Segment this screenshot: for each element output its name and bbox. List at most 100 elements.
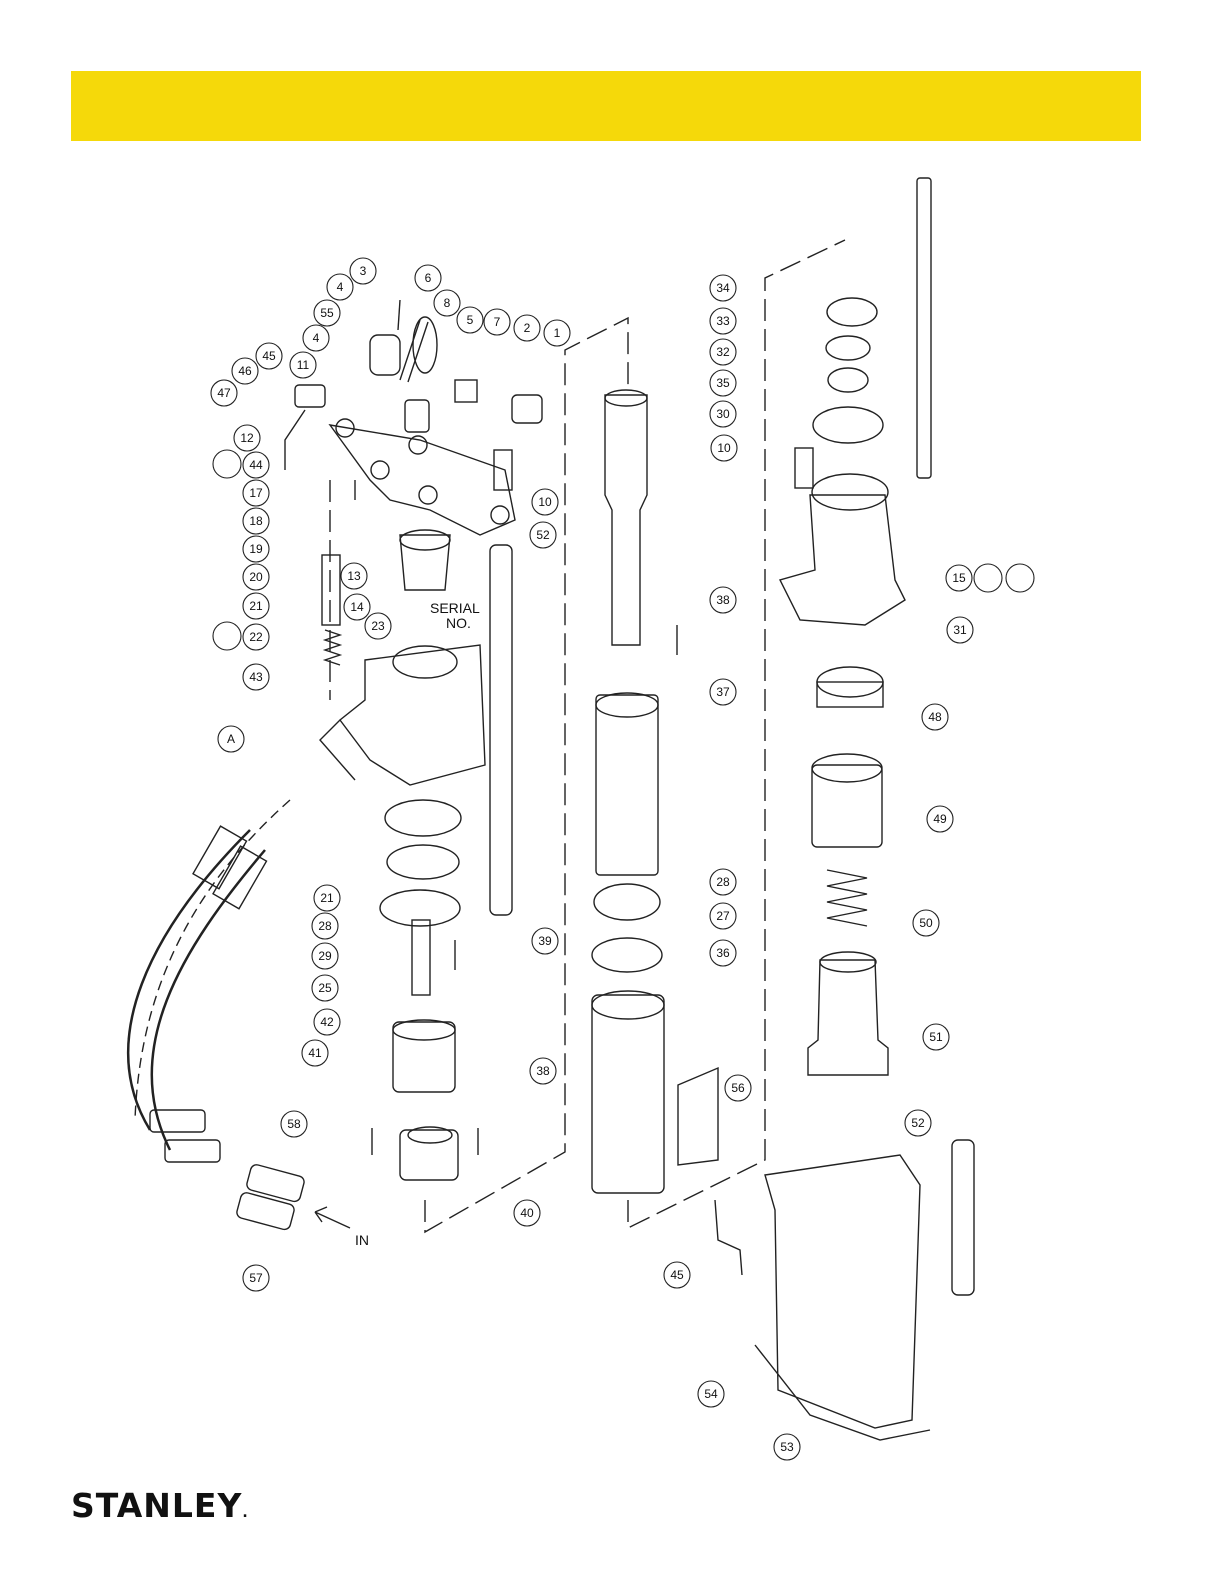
callout-number: 7 [494,315,501,329]
hose-upper [128,830,250,1130]
inlet-arrow [315,1207,350,1228]
empty-ref-circle [1006,564,1034,592]
callout-number: 28 [318,919,332,933]
seal-27 [592,938,662,972]
callout-number: 38 [716,593,730,607]
callout-number: 3 [360,264,367,278]
callout-number: 42 [320,1015,334,1029]
callout-18: 18 [243,508,269,534]
callout-17: 17 [243,480,269,506]
callout-number: 36 [716,946,730,960]
callout-number: 10 [717,441,731,455]
callout-number: 53 [780,1440,794,1454]
callout-number: 18 [249,514,263,528]
callout-3: 3 [350,258,376,284]
bushing-48-body [817,682,883,707]
hose-fitting-lower [213,846,266,909]
hose-dash [135,800,290,1120]
inlet-label: IN [355,1232,369,1248]
callout-7: 7 [484,309,510,335]
callout-40: 40 [514,1200,540,1226]
callout-number: 2 [524,321,531,335]
housing-31-top [812,474,888,510]
valve-body-plate [330,425,515,535]
callout-number: 23 [371,619,385,633]
anvil-37-top [596,693,658,717]
detail-ref-balloon: A [218,726,244,752]
callout-number: 56 [731,1081,745,1095]
coupler-58 [246,1163,306,1202]
callout-number: 29 [318,949,332,963]
port-e [491,506,509,524]
callout-28: 28 [710,869,736,895]
serial-label-line2: NO. [446,615,471,631]
callout-41: 41 [302,1040,328,1066]
callout-29: 29 [312,943,338,969]
coupler-57 [236,1191,296,1230]
callout-14: 14 [344,594,370,620]
handle-45 [295,385,325,407]
callout-8: 8 [434,290,460,316]
callout-48: 48 [922,704,948,730]
callout-number: 28 [716,875,730,889]
hose-lower [152,850,265,1150]
callout-number: 40 [520,1206,534,1220]
callout-12: 12 [234,425,260,451]
cup-23 [400,535,450,590]
stanley-logo: STANLEY. [71,1486,249,1525]
callout-number: 55 [320,306,334,320]
gasket-28-right [594,884,660,920]
callout-number: 20 [249,570,263,584]
sleeve-11 [405,400,429,432]
label-56 [678,1068,718,1165]
callout-57: 57 [243,1265,269,1291]
callout-number: 14 [350,600,364,614]
callout-50: 50 [913,910,939,936]
callout-35: 35 [710,370,736,396]
callout-46: 46 [232,358,258,384]
callout-49: 49 [927,806,953,832]
hose-fitting-upper [193,826,246,889]
callout-21: 21 [314,885,340,911]
callout-33: 33 [710,308,736,334]
callout-number: 48 [928,710,942,724]
port-b [409,436,427,454]
callout-number: 45 [670,1268,684,1282]
callout-number: 19 [249,542,263,556]
callout-11: 11 [290,352,316,378]
rod-52-right [952,1140,974,1295]
callout-31: 31 [947,617,973,643]
seal-34 [827,298,877,326]
svg-text:A: A [227,732,235,746]
callout-number: 45 [262,349,276,363]
callout-38: 38 [530,1058,556,1084]
callout-number: 43 [249,670,263,684]
callout-5: 5 [457,307,483,333]
callout-10: 10 [532,489,558,515]
tie-rod-15 [917,178,931,478]
callout-37: 37 [710,679,736,705]
callout-25: 25 [312,975,338,1001]
cylinder-36 [592,995,664,1193]
callout-number: 39 [538,934,552,948]
empty-ref-circle [213,450,241,478]
logo-mark: . [242,1505,248,1521]
hose-fitting-bottom-2 [165,1140,220,1162]
callout-balloons: 1234456781010111213141517181920212122232… [211,258,1034,1460]
gasket-28-left [387,845,459,879]
callout-6: 6 [415,265,441,291]
callout-36: 36 [710,940,736,966]
callout-45: 45 [664,1262,690,1288]
callout-32: 32 [710,339,736,365]
pin-3 [398,300,400,330]
seal-33 [826,336,870,360]
callout-15: 15 [946,565,972,591]
callout-number: 51 [929,1030,943,1044]
callout-55: 55 [314,300,340,326]
callout-number: 34 [716,281,730,295]
callout-4: 4 [327,274,353,300]
callout-number: 58 [287,1117,301,1131]
callout-number: 4 [313,331,320,345]
port-d [419,486,437,504]
